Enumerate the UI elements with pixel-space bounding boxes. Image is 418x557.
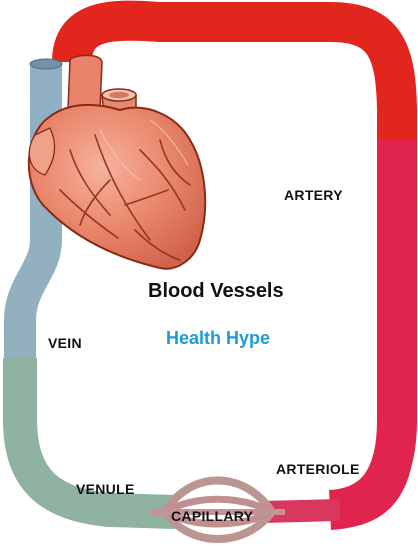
diagram-title: Blood Vessels [148,280,284,302]
label-artery: ARTERY [284,187,343,203]
label-venule: VENULE [76,481,135,497]
brand-label: Health Hype [166,328,270,348]
capillary-network [150,476,285,543]
vein-vessel [4,58,63,360]
label-vein: VEIN [48,335,82,351]
venule-vessel [3,358,176,529]
artery-vessel [52,0,417,530]
label-capillary: CAPILLARY [171,508,254,524]
label-arteriole: ARTERIOLE [276,461,360,477]
heart-illustration [27,54,207,270]
